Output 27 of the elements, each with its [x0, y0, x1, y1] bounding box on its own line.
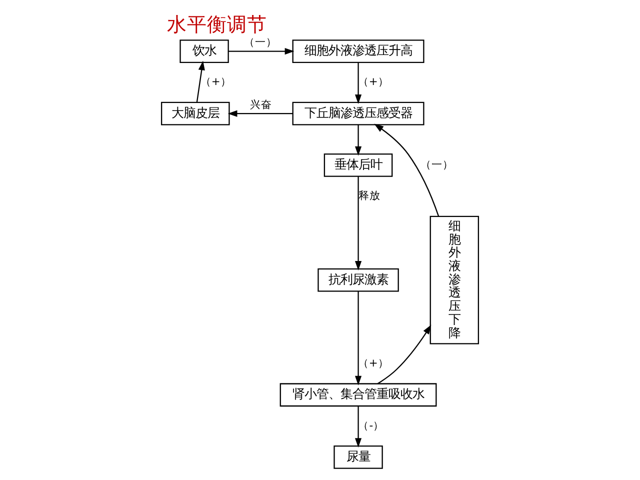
node-box: 饮水 — [180, 40, 229, 63]
arrow — [377, 324, 432, 384]
diagram-title: 水平衡调节 — [167, 12, 268, 36]
edge-label: （+） — [200, 75, 232, 88]
node-box: 肾小管、集合管重吸收水 — [280, 383, 437, 407]
node-box: 下丘脑渗透压感受器 — [292, 102, 424, 126]
node-box: 抗利尿激素 — [318, 268, 399, 292]
arrow — [228, 110, 293, 117]
edge-label: （-） — [358, 418, 384, 432]
edge-label: （一） — [420, 158, 454, 171]
edge-label: （+） — [358, 75, 389, 88]
arrow — [354, 291, 362, 386]
node-box: 垂体后叶 — [324, 154, 393, 177]
node-box: 细胞外液渗透压升高 — [292, 40, 424, 63]
arrow — [354, 124, 362, 156]
arrow — [354, 176, 362, 270]
arrow — [374, 124, 440, 217]
edge-label: （+） — [358, 356, 389, 370]
arrow — [354, 62, 362, 104]
node-box: 细胞外液渗透压下降 — [430, 216, 480, 344]
node-box: 大脑皮层 — [160, 102, 230, 126]
edge-label: 兴奋 — [250, 98, 272, 111]
arrow — [228, 48, 294, 55]
arrow — [354, 406, 362, 448]
node-box: 尿量 — [334, 445, 383, 469]
arrow — [196, 60, 205, 102]
edge-label: （一） — [244, 36, 278, 49]
